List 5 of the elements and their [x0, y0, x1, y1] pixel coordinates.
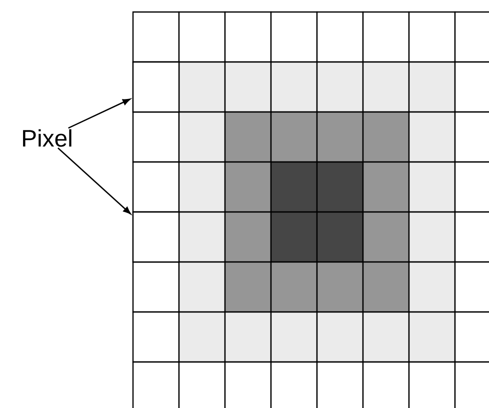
- pixel-label: Pixel: [23, 129, 72, 147]
- arrow: [58, 148, 131, 214]
- arrow: [68, 98, 130, 129]
- pixel-cell: [132, 211, 180, 263]
- pixel-cell: [132, 61, 180, 113]
